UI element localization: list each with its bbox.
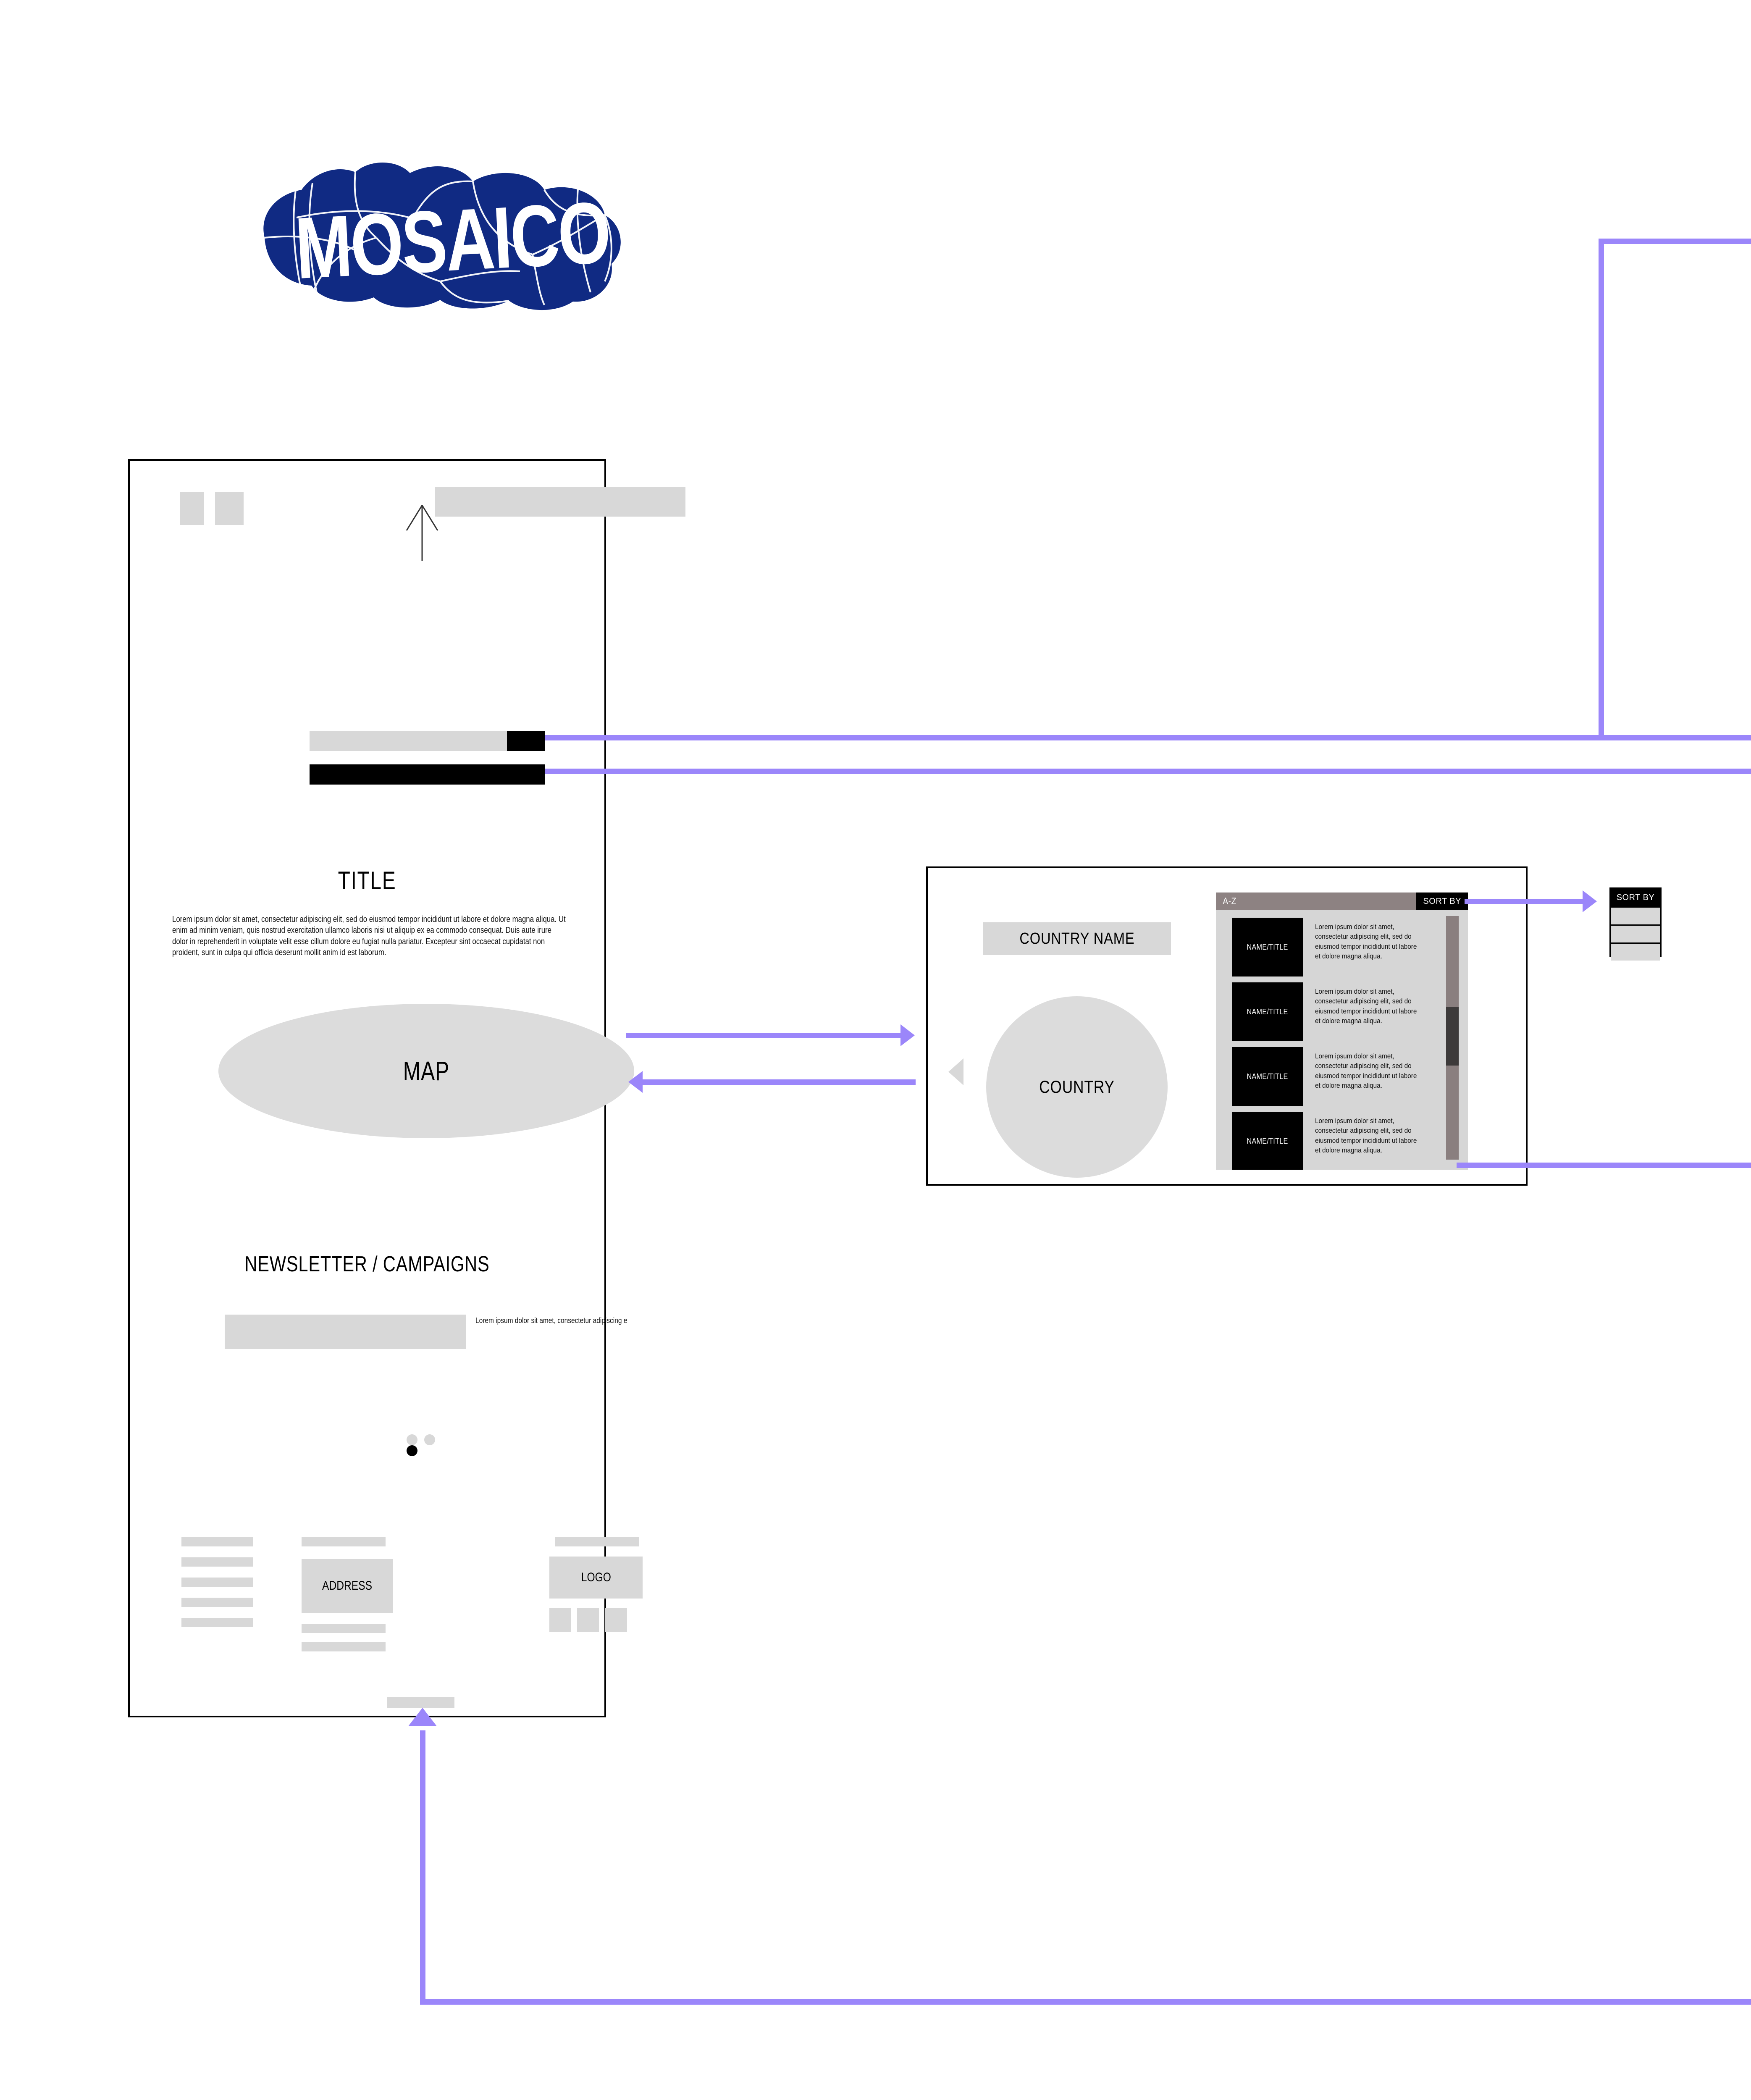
nav-bar-primary-knob[interactable] <box>507 731 545 751</box>
country-shape-label: COUNTRY <box>1039 1077 1115 1097</box>
connector-bottom-horizontal <box>420 1999 1751 2005</box>
arrowhead-map-to-country-icon <box>900 1024 915 1046</box>
footer-bottom-button[interactable] <box>387 1697 454 1708</box>
list-item-thumb-label: NAME/TITLE <box>1247 942 1289 951</box>
list-scrollbar-thumb[interactable] <box>1446 1007 1459 1066</box>
list-item-thumb-label: NAME/TITLE <box>1247 1007 1289 1016</box>
list-item-text: Lorem ipsum dolor sit amet, consectetur … <box>1315 923 1417 961</box>
carousel-dot-1[interactable] <box>407 1434 417 1445</box>
hero-banner-placeholder[interactable] <box>435 487 685 517</box>
sort-by-option-2[interactable] <box>1611 924 1660 942</box>
footer-link-1[interactable] <box>181 1537 253 1546</box>
footer-logo-heading <box>555 1537 639 1546</box>
sort-by-dropdown-header[interactable]: SORT BY <box>1611 889 1660 906</box>
connector-navbar2-line <box>545 769 1751 774</box>
newsletter-image-placeholder <box>225 1315 466 1349</box>
footer-address-heading <box>302 1537 386 1546</box>
sort-by-option-3[interactable] <box>1611 942 1660 961</box>
carousel-dots[interactable] <box>407 1434 457 1456</box>
list-item-thumbnail[interactable]: NAME/TITLE <box>1232 1112 1303 1170</box>
footer-link-2[interactable] <box>181 1557 253 1567</box>
list-item-thumb-label: NAME/TITLE <box>1247 1137 1289 1145</box>
connector-top-vertical <box>1599 239 1604 735</box>
nav-bar-primary-track <box>310 731 507 751</box>
map-label: MAP <box>403 1056 450 1086</box>
arrowhead-bottom-to-footer-icon <box>408 1708 437 1726</box>
connector-navbar1-line <box>545 735 1751 740</box>
list-item-text: Lorem ipsum dolor sit amet, consectetur … <box>1315 987 1417 1025</box>
sort-by-option-1[interactable] <box>1611 906 1660 924</box>
list-item[interactable]: NAME/TITLE Lorem ipsum dolor sit amet, c… <box>1232 918 1446 976</box>
connector-sortby-to-dropdown <box>1465 899 1584 904</box>
carousel-dot-2[interactable] <box>424 1434 436 1445</box>
social-icon-2[interactable] <box>577 1608 599 1632</box>
newsletter-section-title: NEWSLETTER / CAMPAIGNS <box>244 1252 490 1276</box>
country-name-badge: COUNTRY NAME <box>983 922 1171 955</box>
list-scroll-viewport: NAME/TITLE Lorem ipsum dolor sit amet, c… <box>1216 910 1468 1170</box>
page-body-copy: Lorem ipsum dolor sit amet, consectetur … <box>172 915 566 958</box>
nav-bar-primary[interactable] <box>310 731 545 751</box>
list-item-thumbnail[interactable]: NAME/TITLE <box>1232 982 1303 1041</box>
list-item-text: Lorem ipsum dolor sit amet, consectetur … <box>1315 1052 1417 1090</box>
list-item-thumb-label: NAME/TITLE <box>1247 1072 1289 1081</box>
list-item[interactable]: NAME/TITLE Lorem ipsum dolor sit amet, c… <box>1232 1112 1446 1170</box>
connector-top-horizontal <box>1599 239 1751 244</box>
list-item[interactable]: NAME/TITLE Lorem ipsum dolor sit amet, c… <box>1232 982 1446 1041</box>
arrowhead-sortby-icon <box>1583 890 1597 912</box>
list-item-text: Lorem ipsum dolor sit amet, consectetur … <box>1315 1117 1417 1155</box>
list-header: A-Z SORT BY <box>1216 892 1468 910</box>
country-name-label: COUNTRY NAME <box>1019 929 1135 948</box>
newsletter-copy: Lorem ipsum dolor sit amet, consectetur … <box>475 1316 627 1325</box>
page-title: TITLE <box>338 866 396 895</box>
connector-list-item-line <box>1457 1163 1751 1168</box>
header-icon-2[interactable] <box>215 492 244 525</box>
footer-address-block: ADDRESS <box>302 1559 393 1613</box>
footer-logo-label: LOGO <box>581 1570 611 1584</box>
list-scrollbar[interactable] <box>1446 916 1459 1160</box>
map-region[interactable]: MAP <box>218 1004 634 1138</box>
social-icon-3[interactable] <box>605 1608 627 1632</box>
social-icon-1[interactable] <box>549 1608 571 1632</box>
previous-country-arrow-icon[interactable] <box>948 1058 963 1085</box>
connector-bottom-vertical <box>420 1730 425 2002</box>
footer-link-list[interactable] <box>181 1537 253 1638</box>
carousel-dot-3-active[interactable] <box>407 1445 417 1456</box>
footer-link-3[interactable] <box>181 1578 253 1587</box>
footer-address-row-2 <box>302 1642 386 1651</box>
header-icon-1[interactable] <box>180 492 204 525</box>
connector-country-to-map <box>643 1079 916 1085</box>
arrowhead-country-to-map-icon <box>628 1071 643 1093</box>
footer-link-4[interactable] <box>181 1598 253 1607</box>
mosaico-logo: MOSAICO <box>243 155 638 315</box>
az-sort-label: A-Z <box>1223 896 1236 906</box>
list-item[interactable]: NAME/TITLE Lorem ipsum dolor sit amet, c… <box>1232 1047 1446 1106</box>
list-item-thumbnail[interactable]: NAME/TITLE <box>1232 918 1303 976</box>
nav-bar-secondary[interactable] <box>310 764 545 785</box>
footer-address-row-1 <box>302 1624 386 1633</box>
sort-by-button[interactable]: SORT BY <box>1416 892 1468 910</box>
hero-annotation-arrow-icon <box>403 502 441 561</box>
footer-address-label: ADDRESS <box>322 1579 373 1593</box>
svg-text:MOSAICO: MOSAICO <box>293 184 612 297</box>
footer-logo-block: LOGO <box>549 1557 643 1599</box>
list-item-thumbnail[interactable]: NAME/TITLE <box>1232 1047 1303 1106</box>
footer-link-5[interactable] <box>181 1618 253 1627</box>
footer-social-icons[interactable] <box>549 1608 646 1633</box>
connector-map-to-country <box>626 1033 903 1038</box>
country-results-list: A-Z SORT BY NAME/TITLE Lorem ipsum dolor… <box>1216 892 1468 1170</box>
country-shape[interactable]: COUNTRY <box>986 996 1168 1178</box>
sort-by-dropdown[interactable]: SORT BY <box>1609 887 1662 961</box>
